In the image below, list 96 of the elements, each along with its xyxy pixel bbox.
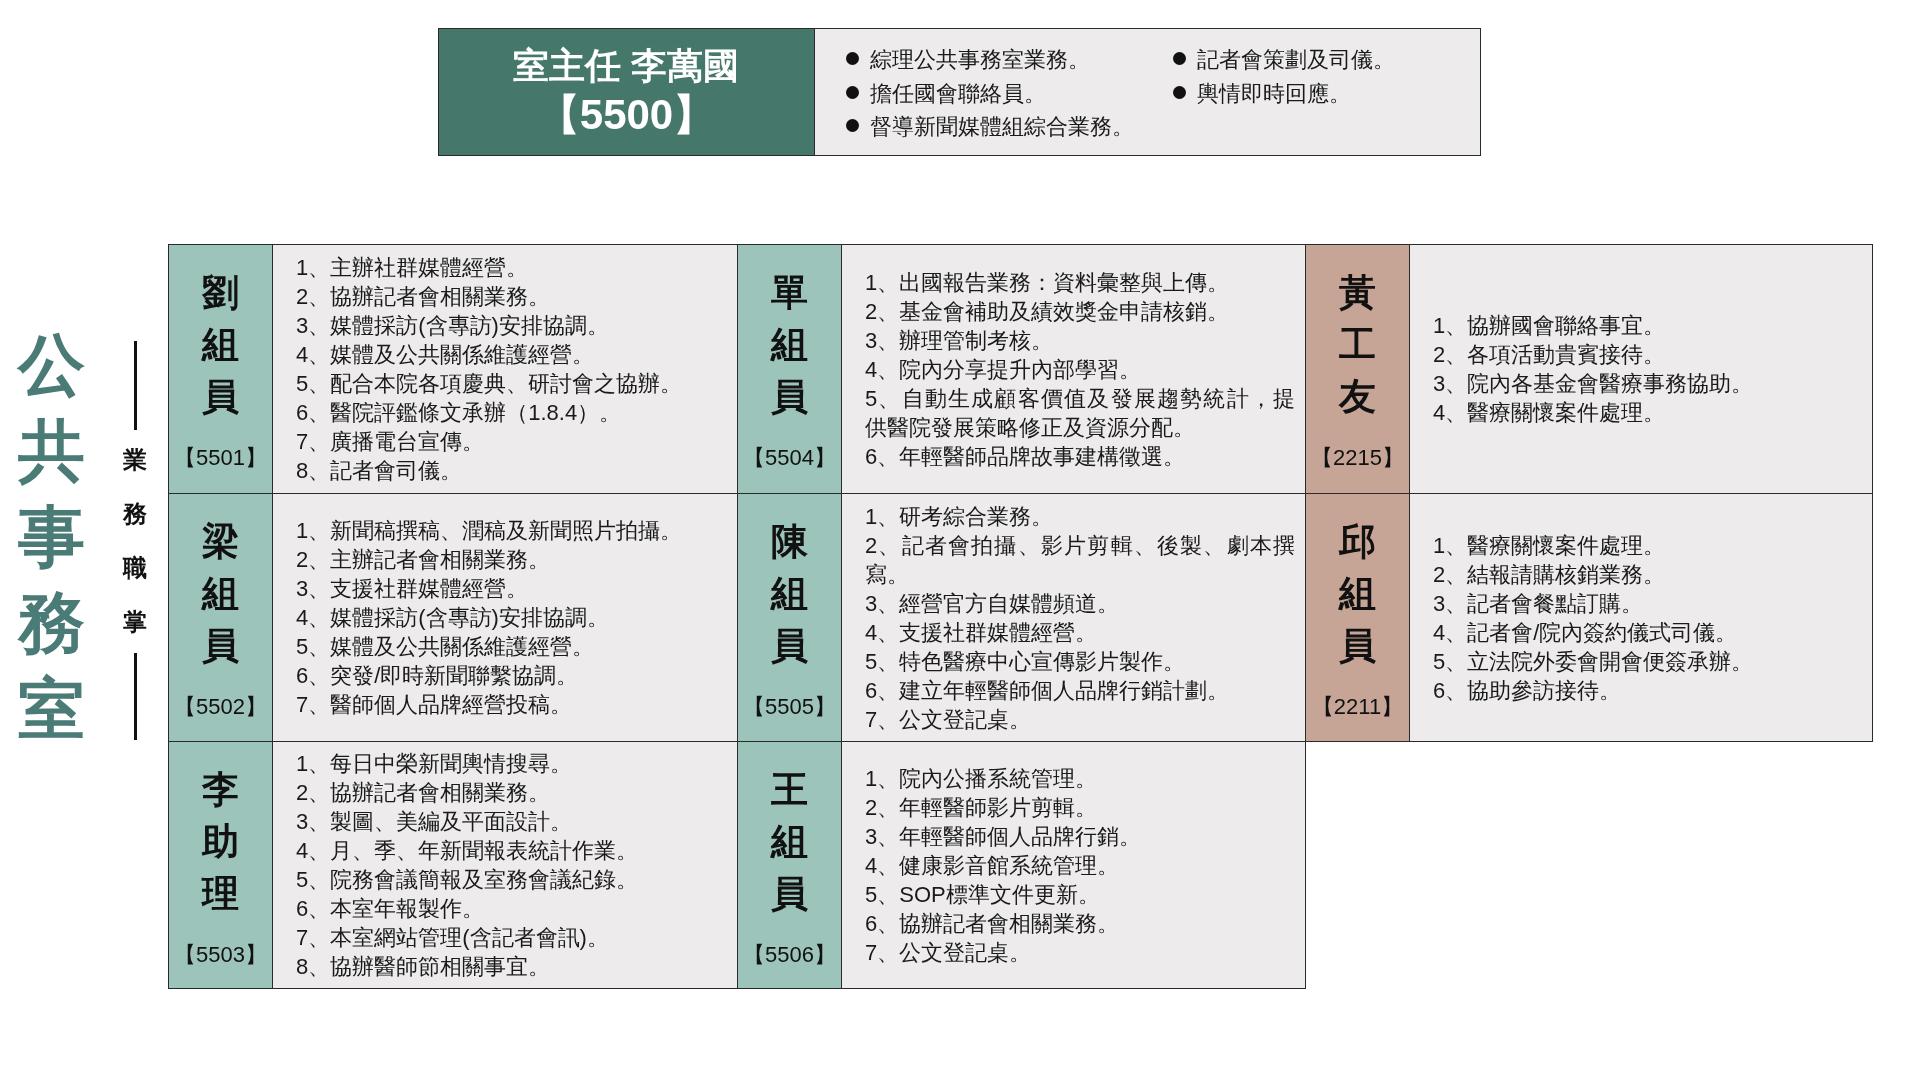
director-name: 室主任 李萬國 [513,44,740,88]
staff-name: 邱組員 [1339,520,1376,668]
extension-number: 【5505】 [743,693,836,721]
extension-number: 【2211】 [1311,693,1404,721]
extension-number: 【2215】 [1311,444,1404,472]
duties-panel [1409,493,1873,742]
duty-item: 2、年輕醫師影片剪輯。 [865,793,1099,822]
name-panel [737,493,842,742]
duty-item: 1、協辦國會聯絡事宜。 [1433,312,1667,340]
duties-panel [841,741,1306,989]
duty-item: 5、立法院外委會開會便簽承辦。 [1433,647,1755,676]
duty-item: 6、建立年輕醫師個人品牌行銷計劃。 [865,676,1231,705]
name-panel [737,244,842,494]
duties-panel [272,741,738,989]
extension-number: 【5503】 [174,941,267,969]
extension-number: 【5504】 [743,444,836,472]
name-panel [168,493,273,742]
duty-item: 記者會策劃及司儀。 [1173,43,1395,77]
extension-number: 【5501】 [174,444,267,472]
duty-item: 7、公文登記桌。 [865,705,1033,734]
duty-item: 4、媒體採訪(含專訪)安排協調。 [296,604,610,632]
duty-item: 4、記者會/院內簽約儀式司儀。 [1433,618,1739,647]
name-panel [737,741,842,989]
duties-panel [272,493,738,742]
duty-item: 6、突發/即時新聞聯繫協調。 [296,662,580,690]
name-panel [1305,244,1410,494]
duty-item: 督導新聞媒體組綜合業務。 [846,110,1134,144]
duty-item: 3、媒體採訪(含專訪)安排協調。 [296,312,610,340]
duty-item: 3、院內各基金會醫療事務協助。 [1433,370,1755,398]
staff-name: 劉組員 [202,271,239,419]
extension-number: 【5502】 [174,693,267,721]
duties-panel [272,244,738,494]
duty-item: 4、醫療關懷案件處理。 [1433,399,1667,427]
duty-item: 輿情即時回應。 [1173,76,1351,110]
name-panel [1305,493,1410,742]
extension-number: 【5500】 [537,90,716,140]
duty-item: 擔任國會聯絡員。 [846,76,1046,110]
duty-item: 6、年輕醫師品牌故事建構徵選。 [865,442,1187,471]
duty-item: 4、支援社群媒體經營。 [865,618,1099,647]
duty-item: 4、院內分享提升內部學習。 [865,355,1143,384]
duty-item: 1、每日中榮新聞輿情搜尋。 [296,750,574,778]
duty-item: 7、醫師個人品牌經營投稿。 [296,691,574,719]
staff-name: 李助理 [202,768,239,916]
duty-item: 6、協助參訪接待。 [1433,676,1623,705]
duty-item: 1、新聞稿撰稿、潤稿及新聞照片拍攝。 [296,517,684,545]
duty-item: 5、自動生成顧客價值及發展趨勢統計，提供醫院發展策略修正及資源分配。 [865,384,1295,442]
side-label: 業務職掌 [123,445,147,637]
duty-item: 2、協辦記者會相關業務。 [296,283,552,311]
staff-name: 王組員 [771,768,808,916]
duty-item: 6、醫院評鑑條文承辦（1.8.4）。 [296,399,623,427]
staff-name: 單組員 [771,271,808,419]
duty-item: 1、院內公播系統管理。 [865,764,1099,793]
name-panel [168,741,273,989]
duty-item: 3、製圖、美編及平面設計。 [296,808,574,836]
staff-name: 黃工友 [1339,271,1376,419]
name-panel [168,244,273,494]
duty-item: 4、健康影音館系統管理。 [865,851,1121,880]
staff-name: 梁組員 [202,520,239,668]
duties-panel [814,28,1481,156]
duty-item: 綜理公共事務室業務。 [846,43,1090,77]
duty-item: 3、年輕醫師個人品牌行銷。 [865,822,1143,851]
duty-item: 8、協辦醫師節相關事宜。 [296,953,552,981]
duty-item: 5、院務會議簡報及室務會議紀錄。 [296,866,640,894]
duty-item: 7、廣播電台宣傳。 [296,428,486,456]
duty-item: 5、配合本院各項慶典、研討會之協辦。 [296,370,684,398]
duty-item: 3、支援社群媒體經營。 [296,575,530,603]
duty-item: 5、媒體及公共關係維護經營。 [296,633,596,661]
duty-item: 7、公文登記桌。 [865,938,1033,967]
duty-item: 1、出國報告業務：資料彙整與上傳。 [865,268,1231,297]
duty-item: 4、月、季、年新聞報表統計作業。 [296,837,640,865]
duties-panel [841,493,1306,742]
duty-item: 6、本室年報製作。 [296,895,486,923]
director-panel [438,28,815,156]
duty-item: 1、醫療關懷案件處理。 [1433,531,1667,560]
duty-item: 3、記者會餐點訂購。 [1433,589,1645,618]
duty-item: 7、本室網站管理(含記者會訊)。 [296,924,610,952]
duty-item: 2、結報請購核銷業務。 [1433,560,1667,589]
office-title: 公共事務室 [18,326,85,748]
duty-item: 2、主辦記者會相關業務。 [296,546,552,574]
duty-item: 5、特色醫療中心宣傳影片製作。 [865,647,1187,676]
duty-item: 2、基金會補助及績效獎金申請核銷。 [865,297,1231,326]
duty-item: 1、研考綜合業務。 [865,502,1055,531]
duty-item: 2、記者會拍攝、影片剪輯、後製、劇本撰寫。 [865,531,1295,589]
extension-number: 【5506】 [743,941,836,969]
duty-item: 2、各項活動貴賓接待。 [1433,341,1667,369]
duties-panel [1409,244,1873,494]
duty-item: 4、媒體及公共關係維護經營。 [296,341,596,369]
duty-item: 3、辦理管制考核。 [865,326,1055,355]
duty-item: 2、協辦記者會相關業務。 [296,779,552,807]
duties-panel [841,244,1306,494]
duty-item: 3、經營官方自媒體頻道。 [865,589,1121,618]
staff-name: 陳組員 [771,520,808,668]
duty-item: 1、主辦社群媒體經營。 [296,254,530,282]
duty-item: 6、協辦記者會相關業務。 [865,909,1121,938]
duty-item: 5、SOP標準文件更新。 [865,880,1101,909]
duty-item: 8、記者會司儀。 [296,457,464,485]
